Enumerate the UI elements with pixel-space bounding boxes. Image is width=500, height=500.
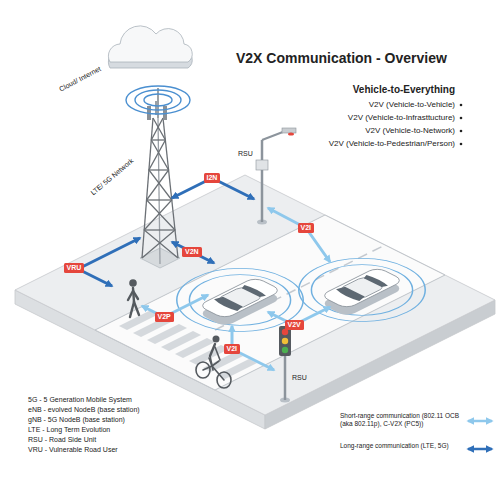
long-range-link [78, 178, 254, 286]
link-tag: VRU [64, 263, 85, 273]
pedestrian [128, 291, 133, 300]
cyclist [210, 356, 213, 370]
pedestrian [130, 302, 134, 317]
tag-text: V2N [185, 248, 199, 256]
list-item: V2V (Vehicle-to-Infrasttucture) [270, 113, 455, 123]
street-light-rsu [261, 140, 264, 222]
car [273, 245, 452, 334]
short-range-link [142, 295, 208, 317]
cell-tower [144, 94, 172, 106]
list-item: V2V (Vehicle-to-Vehicle) [270, 100, 455, 110]
tag-text: V2V [288, 321, 301, 329]
cell-tower [151, 139, 165, 140]
traffic-light-rsu [282, 338, 288, 344]
cyclist [215, 347, 220, 360]
legend-text: Short-range communication (802.11 OCB (a… [340, 412, 462, 428]
long-range-link [78, 238, 140, 286]
cloud-symbol [108, 26, 192, 62]
legend-sample [468, 421, 492, 449]
list-heading: Vehicle-to-Everything [255, 84, 455, 96]
traffic-light-rsu [282, 347, 288, 353]
car [240, 284, 267, 298]
cloud-symbol [108, 26, 192, 68]
tag-text: V2I [301, 224, 312, 232]
abbreviation-note: RSU - Road Side Unit [28, 436, 96, 444]
abbreviation-note: LTE - Long Term Evolution [28, 426, 110, 434]
diagram-title: V2X Communication - Overview [236, 50, 447, 67]
cyclist [212, 361, 219, 366]
car [320, 267, 404, 309]
cell-tower [126, 86, 190, 114]
list-bullet [460, 143, 463, 146]
cyclist [213, 336, 220, 343]
cell-tower [155, 101, 159, 115]
device-label: RSU [238, 150, 253, 158]
legend-sample [468, 420, 492, 423]
pedestrian [133, 291, 138, 299]
list-bullet [460, 117, 463, 120]
traffic-light-rsu [279, 326, 291, 356]
list-bullet [460, 130, 463, 133]
abbreviation-note: 5G - 5 Generation Mobile System [28, 396, 132, 404]
link-tag: V2V [285, 320, 304, 330]
cyclist [210, 344, 215, 356]
link-tag: V2I [298, 223, 315, 233]
cell-tower [135, 90, 181, 110]
link-tag: V2N [182, 247, 202, 257]
traffic-light-rsu [284, 354, 287, 400]
ground-slab [15, 175, 495, 415]
list-item: V2V (Vehicle-to-Pedestrian/Person) [270, 139, 455, 149]
road [95, 215, 445, 390]
tag-text: V2P [158, 313, 171, 321]
crosswalk [217, 359, 257, 379]
street-light-rsu [288, 132, 294, 135]
pedestrian [129, 279, 137, 287]
short-range-link [142, 208, 330, 370]
network-label: LTE/ 5G Network [89, 157, 135, 198]
device-label: RSU [292, 374, 307, 382]
traffic-light-rsu [279, 326, 291, 403]
list-item: V2V (Vehicle-to-Network) [270, 126, 455, 136]
car [273, 245, 452, 334]
cell-tower [126, 86, 190, 114]
abbreviation-note: eNB - evolved NodeB (base station) [28, 406, 140, 414]
car [320, 267, 404, 309]
network-label: Cloud/ Internet [58, 65, 102, 94]
ground-slab [15, 175, 495, 429]
car [273, 245, 452, 334]
abbreviation-note: gNB - 5G NodeB (base station) [28, 416, 125, 424]
list-bullet [460, 104, 463, 146]
cell-tower [147, 199, 172, 200]
link-tag: V2P [155, 312, 174, 322]
link-tag: V2I [224, 344, 241, 354]
tag-text: V2I [227, 345, 238, 353]
street-light-rsu [256, 128, 296, 225]
long-range-link [172, 242, 214, 263]
car [168, 264, 311, 336]
abbreviation-note: VRU - Vulnerable Road User [28, 446, 118, 454]
car [362, 274, 389, 288]
cyclist [203, 366, 224, 380]
car [212, 296, 244, 312]
pedestrian [128, 279, 139, 317]
car [334, 286, 366, 302]
short-range-link [268, 208, 330, 262]
cell-tower [144, 229, 175, 230]
tag-text: I2N [207, 174, 218, 182]
street-light-rsu [282, 128, 296, 133]
legend-sample [468, 448, 492, 451]
road [95, 215, 445, 390]
pedestrian [134, 302, 139, 315]
legend-text: Long-range communication (LTE, 5G) [340, 442, 462, 450]
cell-tower [142, 118, 175, 258]
tag-text: VRU [67, 264, 82, 272]
cell-tower [149, 169, 169, 170]
cell-tower [144, 118, 178, 258]
street-light-rsu [256, 160, 268, 170]
link-tag: I2N [204, 173, 221, 183]
list-bullet [460, 104, 463, 107]
